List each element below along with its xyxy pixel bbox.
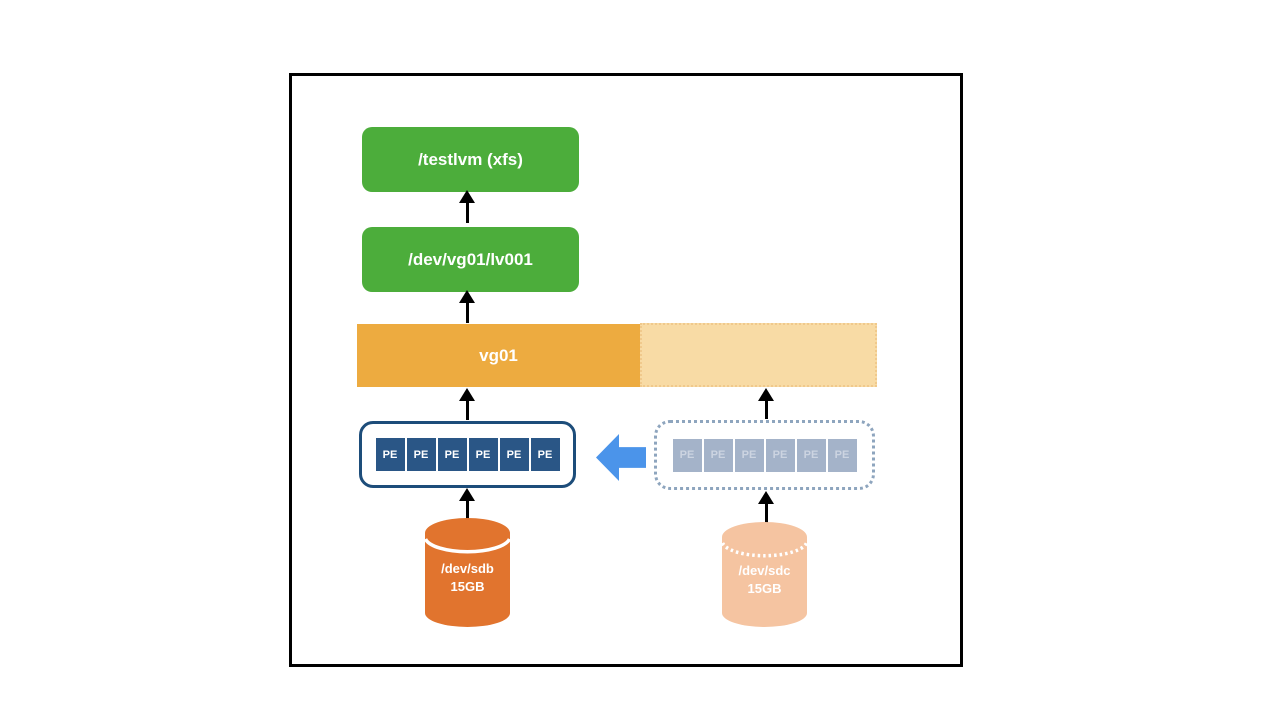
disk-sdc-label: /dev/sdc 15GB — [722, 562, 807, 597]
up-arrow-icon — [758, 491, 774, 526]
up-arrow-icon — [459, 190, 475, 223]
disk-sdb-name: /dev/sdb — [441, 561, 494, 576]
pe-cell: PE — [734, 438, 764, 472]
pe-cell: PE — [796, 438, 826, 472]
logical-volume-label: /dev/vg01/lv001 — [408, 249, 533, 269]
disk-cylinder-sdc — [722, 522, 807, 627]
new-physical-volume-box: PE PE PE PE PE PE — [654, 420, 875, 490]
up-arrow-icon — [459, 488, 475, 522]
disk-sdb-label: /dev/sdb 15GB — [425, 560, 510, 595]
pe-cell: PE — [375, 438, 405, 471]
filesystem-label: /testlvm (xfs) — [418, 149, 523, 169]
volume-group-extension — [640, 323, 877, 387]
volume-group-label: vg01 — [479, 345, 518, 365]
pe-cell: PE — [672, 438, 702, 472]
pe-cell: PE — [499, 438, 529, 471]
pe-cell: PE — [406, 438, 436, 471]
filesystem-box: /testlvm (xfs) — [362, 127, 579, 192]
up-arrow-icon — [459, 290, 475, 323]
logical-volume-box: /dev/vg01/lv001 — [362, 227, 579, 292]
pe-cell: PE — [827, 438, 857, 472]
pe-cell: PE — [468, 438, 498, 471]
volume-group-bar: vg01 — [357, 324, 640, 387]
disk-sdb-size: 15GB — [450, 578, 485, 594]
pe-cell: PE — [530, 438, 560, 471]
pe-cell: PE — [765, 438, 795, 472]
disk-sdc-size: 15GB — [747, 580, 782, 596]
disk-sdc-name: /dev/sdc — [738, 563, 791, 578]
up-arrow-icon — [459, 388, 475, 420]
pe-cell: PE — [703, 438, 733, 472]
disk-cylinder-sdb — [425, 518, 510, 627]
up-arrow-icon — [758, 388, 774, 419]
pe-cell: PE — [437, 438, 467, 471]
physical-volume-box: PE PE PE PE PE PE — [359, 421, 576, 488]
